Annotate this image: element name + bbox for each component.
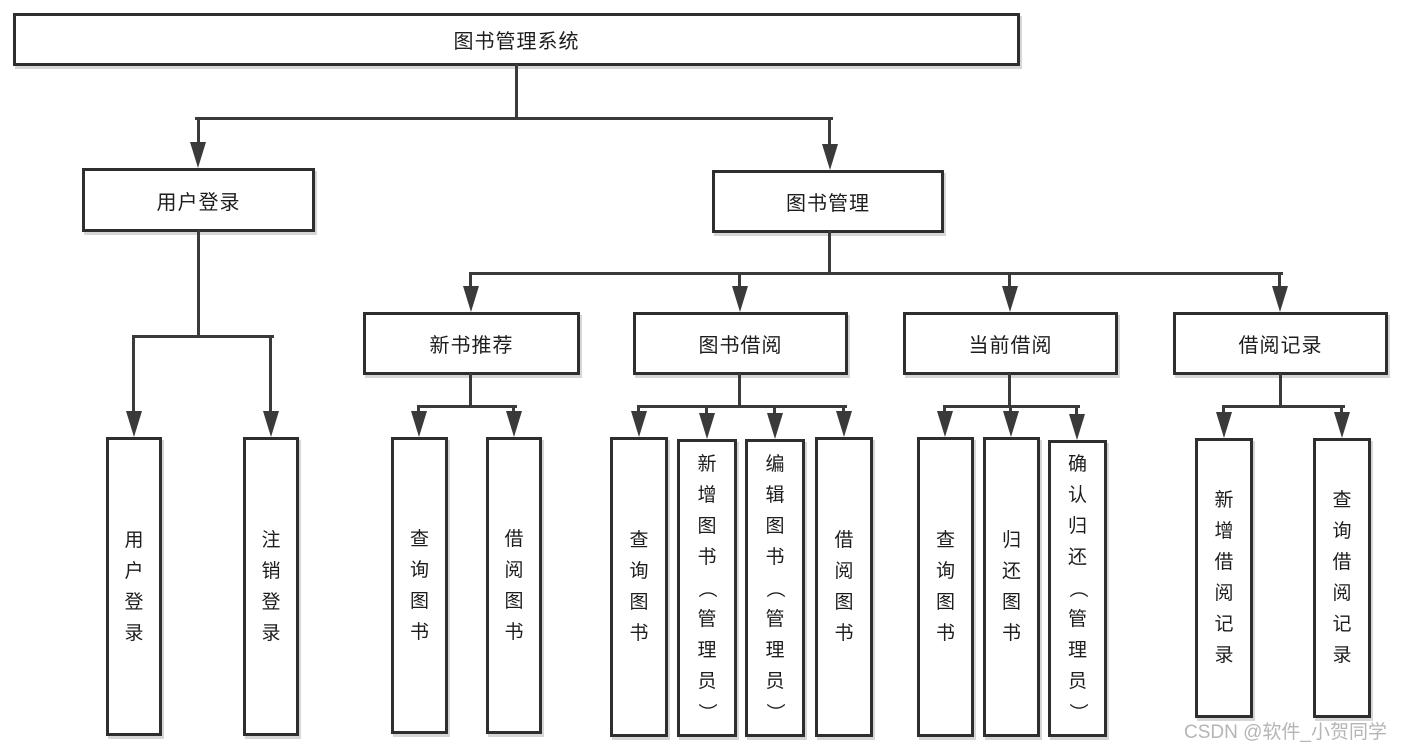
node-label: 借阅记录: [1238, 335, 1323, 357]
connector-root-stem: [515, 64, 518, 120]
node-new-book-recommend: 新书推荐: [363, 312, 580, 375]
node-book-borrow: 图书借阅: [633, 312, 848, 375]
arrow-down-icon: [190, 142, 206, 168]
connector-drop: [773, 405, 776, 415]
arrow-down-icon: [767, 413, 783, 439]
connector-drop: [705, 405, 708, 415]
csdn-watermark: CSDN @软件_小贺同学: [1184, 722, 1387, 743]
leaf-return-books: 归还图书: [983, 437, 1040, 737]
connector-level3-rail: [469, 272, 1283, 275]
connector-new-book-stem: [469, 373, 472, 407]
node-label: 用户登录: [124, 529, 144, 644]
connector-drop-current-borrow: [1008, 272, 1011, 290]
node-label: 确认归还（管理员）: [1066, 454, 1088, 723]
connector-user-login-rail: [132, 335, 274, 338]
connector-drop: [842, 405, 845, 415]
leaf-logout: 注销登录: [243, 437, 299, 736]
connector-current-borrow-stem: [1008, 373, 1011, 407]
leaf-query-books-recommend: 查询图书: [391, 437, 448, 734]
leaf-add-borrow-record: 新增借阅记录: [1195, 438, 1253, 718]
connector-book-borrow-stem: [738, 373, 741, 407]
leaf-add-book-admin: 新增图书（管理员）: [677, 439, 737, 737]
arrow-down-icon: [1216, 412, 1232, 438]
leaf-query-books-borrow: 查询图书: [610, 437, 668, 737]
arrow-down-icon: [631, 411, 647, 437]
connector-drop-book-management: [828, 117, 831, 145]
node-label: 注销登录: [261, 529, 281, 644]
arrow-down-icon: [836, 411, 852, 437]
connector-drop: [943, 405, 946, 415]
node-label: 借阅图书: [504, 528, 524, 643]
arrow-down-icon: [1334, 412, 1350, 438]
node-label: 用户登录: [156, 191, 241, 214]
connector-drop: [1340, 405, 1343, 415]
node-label: 新书推荐: [429, 335, 514, 357]
connector-drop: [1222, 405, 1225, 415]
connector-drop-new-book: [469, 272, 472, 290]
leaf-user-login: 用户登录: [106, 437, 162, 736]
leaf-query-borrow-record: 查询借阅记录: [1313, 438, 1371, 718]
arrow-down-icon: [937, 411, 953, 437]
arrow-down-icon: [1272, 286, 1288, 312]
node-label: 编辑图书（管理员）: [764, 453, 786, 722]
connector-drop-leaf-logout: [269, 335, 272, 413]
node-library-management-system: 图书管理系统: [13, 13, 1020, 66]
node-label: 查询借阅记录: [1332, 490, 1352, 666]
node-label: 查询图书: [409, 528, 429, 643]
connector-book-borrow-rail: [637, 405, 847, 408]
node-label: 图书管理系统: [453, 31, 580, 53]
connector-drop-book-borrow: [738, 272, 741, 290]
arrow-down-icon: [822, 144, 838, 170]
arrow-down-icon: [732, 286, 748, 312]
node-label: 借阅图书: [834, 530, 854, 644]
leaf-borrow-books-recommend: 借阅图书: [486, 437, 542, 734]
connector-drop: [417, 405, 420, 415]
arrow-down-icon: [1003, 411, 1019, 437]
arrow-down-icon: [699, 413, 715, 439]
connector-borrow-records-rail: [1222, 405, 1345, 408]
connector-borrow-records-stem: [1279, 373, 1282, 407]
node-label: 图书借阅: [698, 335, 783, 357]
node-borrow-records: 借阅记录: [1173, 312, 1388, 375]
node-label: 新增借阅记录: [1214, 490, 1234, 666]
connector-drop-user-login: [197, 117, 200, 145]
node-label: 当前借阅: [968, 335, 1053, 357]
node-label: 新增图书（管理员）: [696, 453, 718, 722]
node-label: 图书管理: [786, 193, 870, 215]
connector-book-management-stem: [828, 231, 831, 273]
connector-drop: [512, 405, 515, 415]
leaf-edit-book-admin: 编辑图书（管理员）: [745, 439, 805, 737]
arrow-down-icon: [1002, 286, 1018, 312]
connector-drop-borrow-records: [1278, 272, 1281, 290]
connector-drop: [1075, 405, 1078, 415]
connector-level2-rail: [195, 117, 833, 120]
arrow-down-icon: [411, 411, 427, 437]
arrow-down-icon: [126, 411, 142, 437]
node-label: 归还图书: [1001, 530, 1021, 644]
connector-drop: [637, 405, 640, 415]
leaf-query-books-current: 查询图书: [917, 437, 974, 737]
node-book-management: 图书管理: [712, 170, 944, 233]
node-user-login: 用户登录: [82, 168, 315, 232]
connector-drop-leaf-user-login: [132, 335, 135, 413]
arrow-down-icon: [263, 411, 279, 437]
connector-drop: [1009, 405, 1012, 415]
node-label: 查询图书: [629, 530, 649, 644]
node-current-borrow: 当前借阅: [903, 312, 1118, 375]
leaf-borrow-books: 借阅图书: [815, 437, 873, 737]
connector-new-book-rail: [417, 405, 517, 408]
node-label: 查询图书: [935, 530, 955, 644]
leaf-confirm-return-admin: 确认归还（管理员）: [1048, 440, 1107, 737]
arrow-down-icon: [1069, 414, 1085, 440]
connector-user-login-stem: [197, 230, 200, 335]
arrow-down-icon: [506, 411, 522, 437]
arrow-down-icon: [463, 286, 479, 312]
